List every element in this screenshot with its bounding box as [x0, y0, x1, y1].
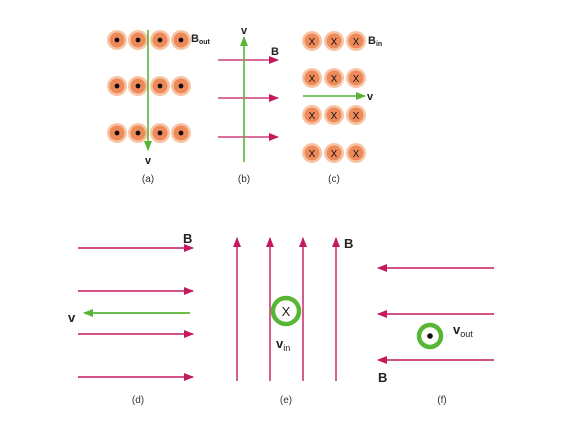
cross-glyph: X: [353, 149, 360, 160]
field-out-dot: [107, 123, 127, 143]
cross-glyph: X: [309, 149, 316, 160]
velocity-label: v: [68, 310, 76, 325]
field-out-dot: [171, 30, 191, 50]
field-label: B: [378, 370, 387, 385]
field-label: Bin: [368, 35, 382, 48]
field-in-cross: X: [324, 143, 344, 163]
cross-glyph: X: [353, 111, 360, 122]
cross-glyph: X: [331, 37, 338, 48]
panel-b: v B (b): [218, 25, 279, 185]
velocity-in-symbol: X: [270, 295, 302, 327]
panel-e: X B vin (e): [233, 236, 353, 406]
field-out-dot: [150, 30, 170, 50]
panel-caption: (e): [280, 395, 292, 406]
field-in-cross: X: [324, 105, 344, 125]
field-out-dot: [107, 76, 127, 96]
cross-glyph: X: [309, 111, 316, 122]
field-out-dot: [171, 123, 191, 143]
field-out-dot: [128, 30, 148, 50]
velocity-label: v: [145, 155, 152, 167]
panel-caption: (a): [142, 174, 154, 185]
velocity-label: vin: [276, 336, 290, 353]
field-in-cross: X: [324, 31, 344, 51]
field-out-dot: [150, 76, 170, 96]
field-in-cross: X: [302, 105, 322, 125]
panel-d: B v (d): [68, 231, 194, 406]
panel-c: X X X X X X X X X X X X Bin v (c): [302, 31, 382, 185]
field-in-crosses: X X X X X X X X X X X X: [302, 31, 366, 163]
cross-glyph: X: [309, 37, 316, 48]
velocity-label: v: [241, 25, 248, 37]
cross-glyph: X: [353, 74, 360, 85]
cross-glyph: X: [331, 149, 338, 160]
field-in-cross: X: [302, 143, 322, 163]
cross-glyph: X: [282, 304, 291, 319]
field-in-cross: X: [346, 105, 366, 125]
field-out-dot: [171, 76, 191, 96]
cross-glyph: X: [353, 37, 360, 48]
field-out-dots: [107, 30, 191, 143]
field-out-dot: [128, 123, 148, 143]
field-label: Bout: [191, 33, 211, 46]
panel-f: vout B (f): [377, 264, 494, 406]
velocity-label: v: [367, 91, 374, 103]
cross-glyph: X: [331, 74, 338, 85]
velocity-label: vout: [453, 322, 473, 339]
field-label: B: [344, 236, 353, 251]
field-label: B: [271, 46, 279, 58]
field-in-cross: X: [302, 31, 322, 51]
field-in-cross: X: [324, 68, 344, 88]
velocity-out-symbol: [416, 322, 444, 350]
field-in-cross: X: [346, 143, 366, 163]
field-label: B: [183, 231, 192, 246]
cross-glyph: X: [309, 74, 316, 85]
cross-glyph: X: [331, 111, 338, 122]
field-in-cross: X: [346, 68, 366, 88]
panel-caption: (b): [238, 174, 250, 185]
field-out-dot: [128, 76, 148, 96]
field-in-cross: X: [302, 68, 322, 88]
field-out-dot: [150, 123, 170, 143]
field-out-dot: [107, 30, 127, 50]
panel-a: Bout v (a): [107, 30, 211, 185]
panel-caption: (c): [328, 174, 340, 185]
panel-caption: (d): [132, 395, 144, 406]
field-in-cross: X: [346, 31, 366, 51]
panel-caption: (f): [437, 395, 446, 406]
